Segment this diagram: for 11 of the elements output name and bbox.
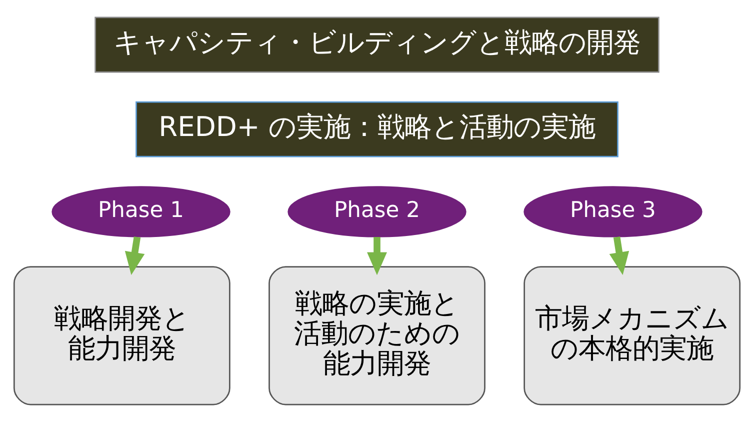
node-ellipse: Phase 3 — [524, 186, 702, 238]
node-ellipse: Phase 1 — [52, 186, 230, 238]
node-box: REDD+ の実施：戦略と活動の実施 — [136, 101, 618, 158]
arrow — [609, 236, 630, 275]
node-box: 戦略開発と能力開発 — [13, 266, 230, 406]
node-box: 市場メカニズムの本格的実施 — [524, 266, 741, 406]
arrow — [367, 237, 387, 276]
arrow — [124, 236, 145, 275]
node-ellipse: Phase 2 — [288, 186, 466, 238]
node-box: キャパシティ・ビルディングと戦略の開発 — [94, 16, 660, 73]
node-box: 戦略の実施と活動のための能力開発 — [268, 266, 486, 406]
